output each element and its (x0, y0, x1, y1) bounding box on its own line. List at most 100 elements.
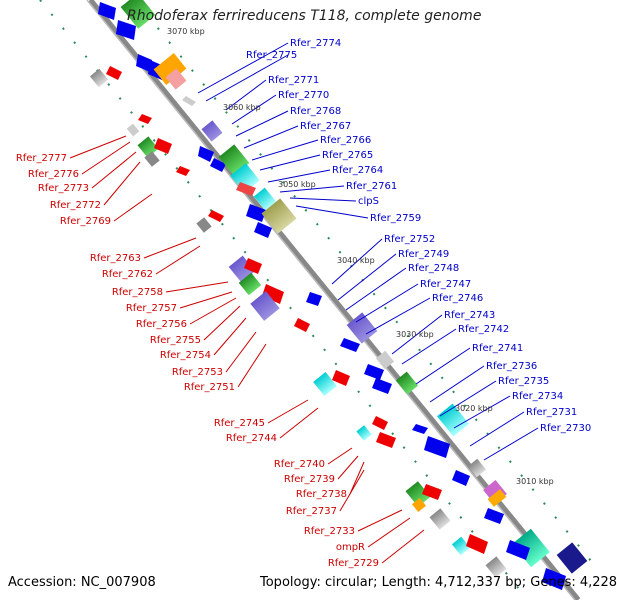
gene-label[interactable]: Rfer_2741 (472, 343, 523, 354)
gene-feature[interactable] (484, 508, 504, 524)
gene-feature[interactable] (364, 364, 384, 380)
gene-label[interactable]: Rfer_2733 (304, 526, 355, 537)
gene-feature[interactable] (120, 0, 156, 29)
gene-feature[interactable] (452, 470, 470, 486)
gene-label[interactable]: Rfer_2755 (150, 335, 201, 346)
gene-label[interactable]: Rfer_2747 (420, 279, 471, 290)
gene-feature[interactable] (106, 66, 122, 80)
gene-feature[interactable] (210, 158, 226, 172)
gene-feature[interactable] (254, 222, 272, 238)
gene-label[interactable]: Rfer_2752 (384, 234, 435, 245)
gene-feature[interactable] (466, 534, 488, 554)
gene-label[interactable]: Rfer_2734 (512, 391, 563, 402)
gene-label[interactable]: Rfer_2729 (328, 558, 379, 569)
gene-feature[interactable] (485, 556, 507, 578)
gene-label[interactable]: Rfer_2761 (346, 181, 397, 192)
gene-label[interactable]: Rfer_2759 (370, 213, 421, 224)
gene-label[interactable]: Rfer_2770 (278, 90, 329, 101)
gene-feature[interactable] (306, 292, 322, 306)
gene-label[interactable]: Rfer_2736 (486, 361, 537, 372)
gene-feature[interactable] (556, 542, 588, 574)
gene-feature[interactable] (238, 272, 262, 296)
gene-feature[interactable] (230, 163, 260, 193)
gene-feature[interactable] (372, 378, 392, 394)
gene-feature[interactable] (116, 20, 136, 40)
gene-feature[interactable] (137, 136, 159, 158)
gene-feature[interactable] (182, 96, 196, 106)
gene-label[interactable]: Rfer_2730 (540, 423, 591, 434)
gene-feature[interactable] (198, 146, 214, 162)
gene-label[interactable]: Rfer_2754 (160, 350, 211, 361)
gene-label[interactable]: Rfer_2743 (444, 310, 495, 321)
gene-feature[interactable] (126, 123, 140, 137)
gene-feature[interactable] (437, 403, 469, 437)
gene-label[interactable]: Rfer_2746 (432, 293, 483, 304)
gene-feature[interactable] (340, 338, 360, 352)
gene-label[interactable]: Rfer_2773 (38, 183, 89, 194)
gene-feature[interactable] (261, 198, 297, 234)
gene-label[interactable]: Rfer_2744 (226, 433, 277, 444)
gene-label[interactable]: Rfer_2769 (60, 216, 111, 227)
gene-label[interactable]: Rfer_2757 (126, 303, 177, 314)
gene-feature[interactable] (144, 151, 160, 167)
gene-feature[interactable] (138, 114, 152, 124)
gene-label[interactable]: Rfer_2771 (268, 75, 319, 86)
gene-label[interactable]: Rfer_2766 (320, 135, 371, 146)
gene-feature[interactable] (512, 528, 550, 568)
gene-label[interactable]: Rfer_2764 (332, 165, 383, 176)
gene-label[interactable]: Rfer_2777 (16, 153, 67, 164)
gene-label[interactable]: Rfer_2768 (290, 106, 341, 117)
gene-feature[interactable] (244, 258, 262, 274)
gene-feature[interactable] (208, 210, 224, 222)
gene-feature[interactable] (196, 217, 212, 233)
gene-feature[interactable] (136, 54, 152, 72)
gene-label[interactable]: Rfer_2775 (246, 50, 297, 61)
gene-label[interactable]: Rfer_2767 (300, 121, 351, 132)
gene-label[interactable]: Rfer_2774 (290, 38, 341, 49)
gene-feature[interactable] (246, 204, 266, 222)
gene-feature[interactable] (405, 481, 431, 507)
gene-feature[interactable] (356, 425, 372, 441)
gene-label[interactable]: Rfer_2765 (322, 150, 373, 161)
gene-feature[interactable] (467, 458, 487, 478)
gene-label[interactable]: Rfer_2735 (498, 376, 549, 387)
gene-feature[interactable] (376, 432, 396, 448)
gene-feature[interactable] (395, 371, 419, 395)
gene-label[interactable]: Rfer_2753 (172, 367, 223, 378)
gene-feature[interactable] (424, 436, 450, 458)
gene-label[interactable]: Rfer_2756 (136, 319, 187, 330)
gene-feature[interactable] (542, 568, 566, 590)
gene-label[interactable]: Rfer_2731 (526, 407, 577, 418)
gene-label[interactable]: Rfer_2763 (90, 253, 141, 264)
gene-label[interactable]: Rfer_2776 (28, 169, 79, 180)
gene-label[interactable]: Rfer_2748 (408, 263, 459, 274)
gene-feature[interactable] (294, 318, 310, 332)
gene-feature[interactable] (98, 2, 116, 20)
gene-feature[interactable] (412, 424, 428, 434)
gene-feature[interactable] (372, 416, 388, 430)
gene-feature[interactable] (165, 68, 187, 90)
gene-feature[interactable] (176, 166, 190, 176)
gene-label[interactable]: Rfer_2739 (284, 474, 335, 485)
gene-label[interactable]: Rfer_2745 (214, 418, 265, 429)
gene-feature[interactable] (422, 484, 442, 500)
gene-feature[interactable] (236, 182, 256, 196)
gene-feature[interactable] (332, 370, 350, 386)
gene-feature[interactable] (346, 312, 378, 344)
gene-feature[interactable] (89, 68, 109, 88)
gene-feature[interactable] (153, 53, 187, 85)
gene-label[interactable]: ompR (336, 542, 365, 553)
gene-feature[interactable] (429, 508, 451, 530)
gene-label[interactable]: Rfer_2751 (184, 382, 235, 393)
gene-feature[interactable] (451, 536, 471, 556)
gene-feature[interactable] (487, 489, 507, 507)
gene-feature[interactable] (201, 120, 223, 142)
gene-feature[interactable] (313, 371, 337, 397)
gene-feature[interactable] (375, 350, 395, 370)
gene-feature[interactable] (250, 291, 280, 321)
gene-label[interactable]: clpS (358, 196, 379, 207)
gene-feature[interactable] (262, 284, 284, 304)
gene-label[interactable]: Rfer_2749 (398, 249, 449, 260)
gene-label[interactable]: Rfer_2738 (296, 489, 347, 500)
gene-label[interactable]: Rfer_2737 (286, 506, 337, 517)
